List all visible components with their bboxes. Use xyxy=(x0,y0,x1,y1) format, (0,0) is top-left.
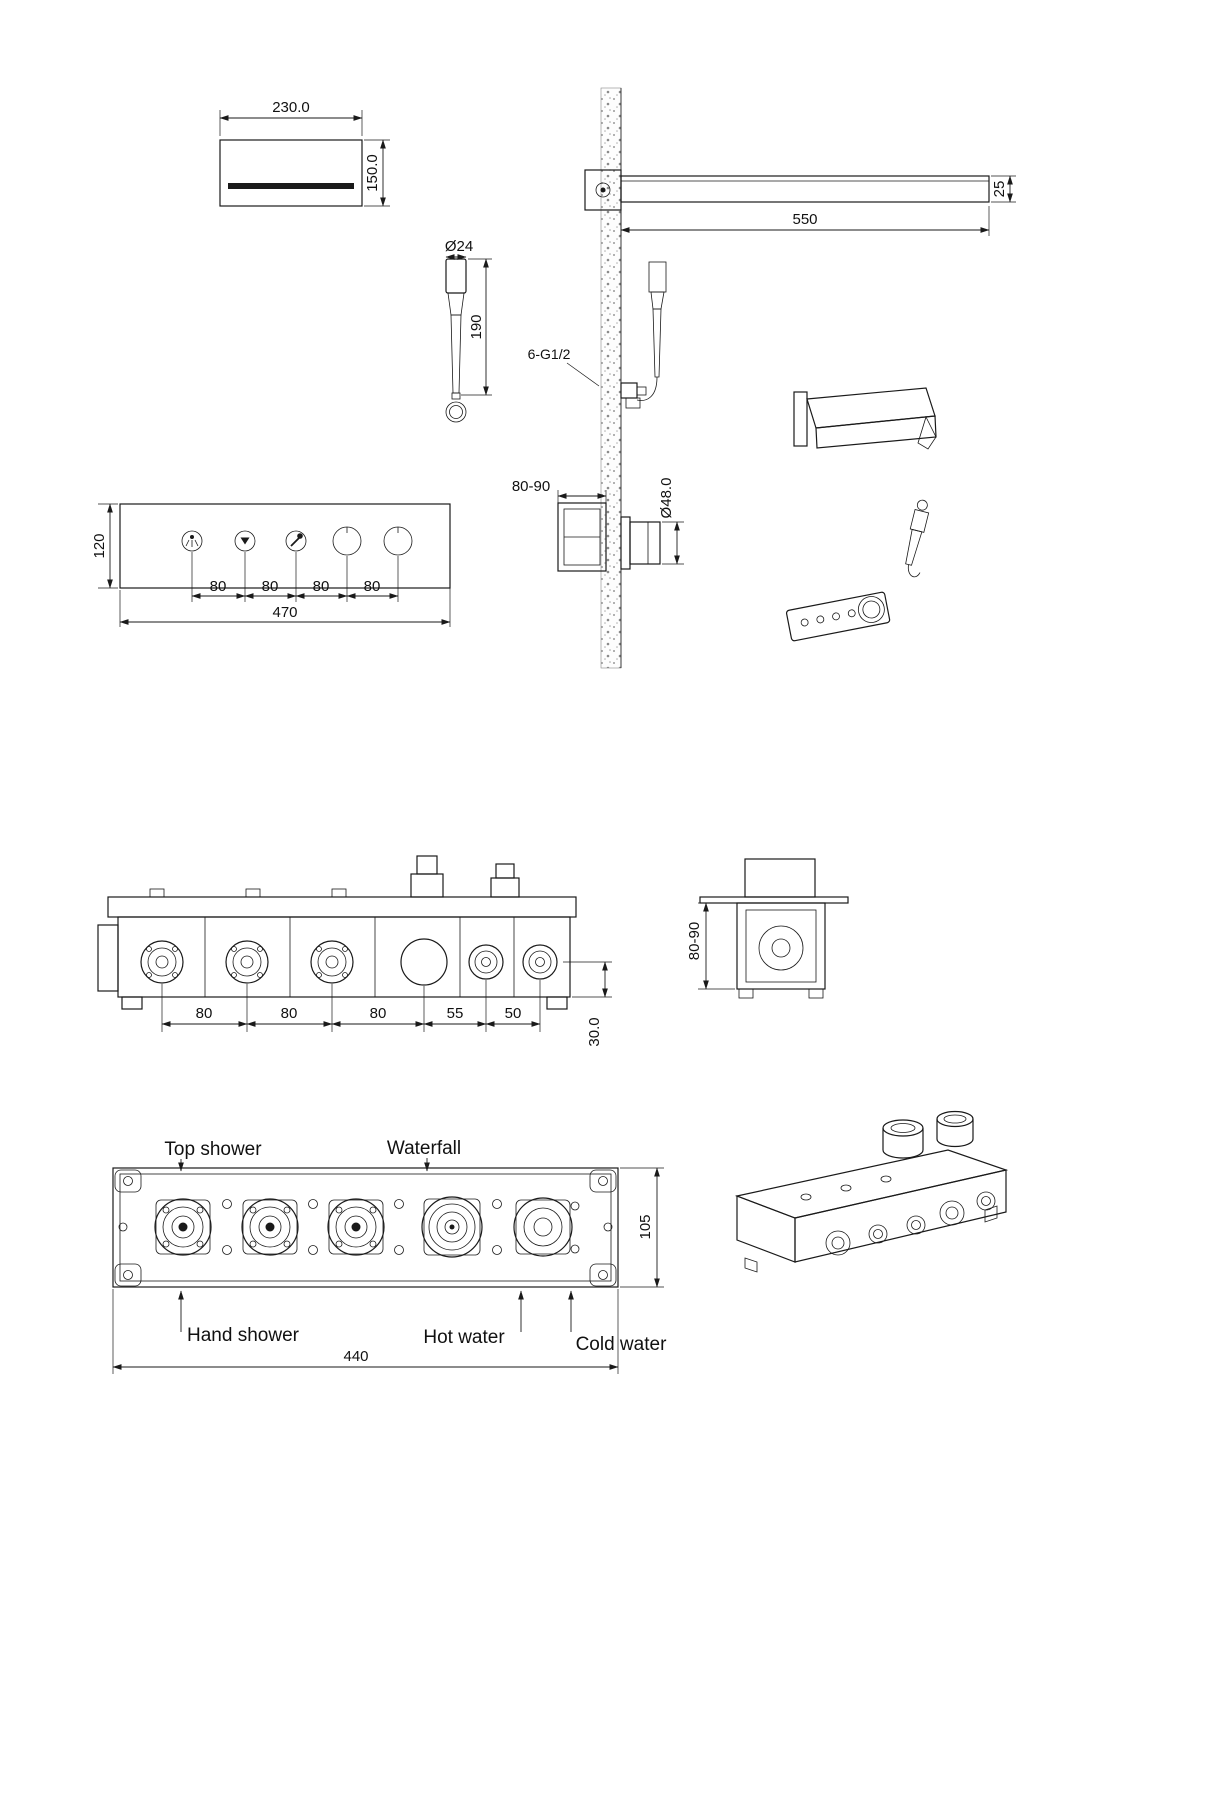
side-port-1 xyxy=(140,940,184,984)
label-cold-water: Cold water xyxy=(576,1334,667,1355)
handshower-on-rail: 6-G1/2 xyxy=(528,261,667,409)
dim-panel-spacing-4: 80 xyxy=(364,578,381,595)
3d-knob-2 xyxy=(936,1110,974,1148)
dim-arm-thickness: 25 xyxy=(991,181,1008,198)
panel-button-waterfall xyxy=(234,530,256,552)
dim-panel-width: 470 xyxy=(272,604,297,621)
3d-knob-1 xyxy=(882,1119,924,1159)
dim-panel-height: 120 xyxy=(91,533,108,558)
showerhead-front-view: 230.0 150.0 xyxy=(219,99,390,207)
dim-side-spacing-1: 80 xyxy=(196,1005,213,1022)
dim-roughin-width: 440 xyxy=(343,1348,368,1365)
label-hand-shower: Hand shower xyxy=(187,1325,300,1346)
label-top-shower: Top shower xyxy=(164,1139,262,1160)
dim-panel-spacing-1: 80 xyxy=(210,578,227,595)
control-panel-3d-view xyxy=(785,591,891,642)
roughin-valve-5 xyxy=(513,1197,580,1257)
handshower-detail-view: Ø24 190 xyxy=(445,238,492,423)
dim-side-spacing-2: 80 xyxy=(281,1005,298,1022)
waterfall-spout-view xyxy=(793,387,937,450)
panel-button-hand-shower xyxy=(285,530,307,552)
dim-handshower-diameter: Ø24 xyxy=(445,238,473,255)
control-panel-front-view: 120 xyxy=(91,503,451,627)
handshower-hanging-view xyxy=(905,499,930,578)
side-port-3 xyxy=(310,940,354,984)
dim-mixer-knob-diameter: Ø48.0 xyxy=(658,478,675,519)
valve-body-side-view: 80 80 80 55 50 30.0 xyxy=(97,855,612,1047)
panel-knob-temperature xyxy=(332,526,362,556)
dim-showerhead-height: 150.0 xyxy=(364,154,381,192)
shower-arm-side-view: 550 25 xyxy=(584,169,1016,236)
thread-size-label: 6-G1/2 xyxy=(528,346,571,362)
panel-button-top-shower xyxy=(181,530,203,552)
panel-knob-volume xyxy=(383,526,413,556)
side-port-2 xyxy=(225,940,269,984)
side-port-5 xyxy=(468,944,504,980)
label-hot-water: Hot water xyxy=(423,1327,505,1348)
side-port-4 xyxy=(400,938,448,986)
dim-arm-length: 550 xyxy=(792,211,817,228)
roughin-valve-2 xyxy=(241,1198,299,1256)
roughin-valve-4 xyxy=(421,1196,483,1258)
dim-mixer-depth: 80-90 xyxy=(512,478,550,495)
dim-roughin-height: 105 xyxy=(637,1214,654,1239)
dim-side-spacing-5: 50 xyxy=(505,1005,522,1022)
side-port-6 xyxy=(522,944,558,980)
roughin-valve-3 xyxy=(327,1198,385,1256)
dim-showerhead-width: 230.0 xyxy=(272,99,310,116)
dim-handshower-length: 190 xyxy=(468,314,485,339)
roughin-box-front-view: Top shower Waterfall xyxy=(112,1138,667,1374)
label-waterfall: Waterfall xyxy=(387,1138,461,1159)
dim-side-base-offset: 30.0 xyxy=(586,1017,603,1046)
wall-section xyxy=(600,87,622,669)
mixer-valve-side-view: 80-90 Ø48.0 xyxy=(512,478,684,572)
dim-side-spacing-4: 55 xyxy=(447,1005,464,1022)
roughin-valve-1 xyxy=(154,1198,212,1256)
valve-3d-view xyxy=(734,1110,1009,1273)
dim-panel-spacing-2: 80 xyxy=(262,578,279,595)
dim-side-spacing-3: 80 xyxy=(370,1005,387,1022)
dim-panel-spacing-3: 80 xyxy=(313,578,330,595)
valve-body-section-view: 80-90 xyxy=(686,858,849,999)
dim-section-depth: 80-90 xyxy=(686,922,703,960)
